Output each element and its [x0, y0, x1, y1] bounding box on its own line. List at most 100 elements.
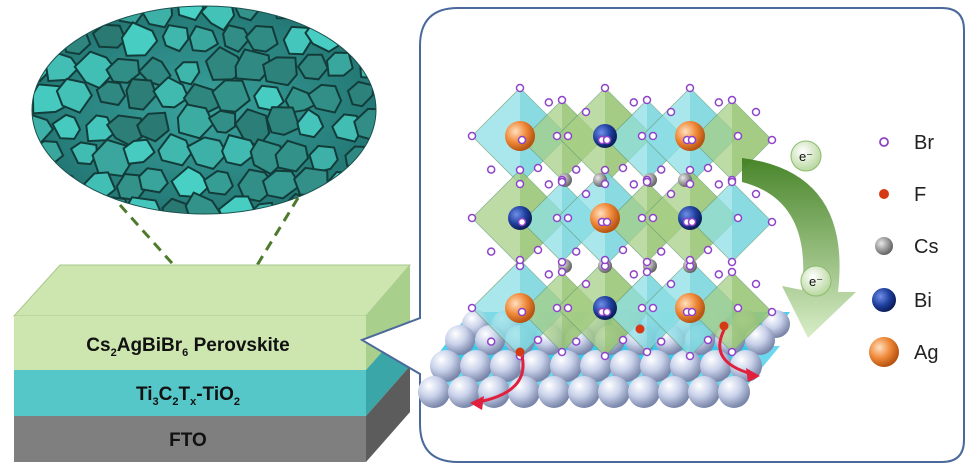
br-atom	[648, 131, 658, 141]
substrate-atom	[568, 376, 600, 408]
substrate-atom	[445, 325, 475, 355]
grain	[199, 6, 236, 32]
grain	[32, 6, 50, 22]
grain	[105, 57, 141, 84]
electron-label-2: e⁻	[809, 274, 823, 289]
br-atom	[600, 179, 610, 189]
br-atom	[581, 107, 591, 117]
br-atom	[714, 180, 724, 189]
grain	[358, 54, 376, 80]
br-atom	[685, 83, 695, 93]
grain	[327, 6, 360, 25]
legend-swatch-bi	[872, 288, 896, 312]
grain	[341, 19, 375, 50]
perovskite-layer	[14, 316, 366, 370]
br-atom	[571, 337, 581, 346]
br-atom	[629, 270, 639, 279]
substrate-atom	[658, 376, 690, 408]
electron-transfer-arrow: e⁻ e⁻	[742, 140, 856, 338]
fto-side	[366, 366, 410, 462]
etl-layer	[14, 370, 366, 416]
grain	[55, 77, 93, 114]
br-atom	[648, 213, 658, 223]
br-atom	[685, 351, 695, 361]
substrate-atom	[550, 350, 582, 382]
bi-atom	[593, 296, 617, 320]
legend-label-ag: Ag	[914, 342, 938, 364]
substrate-atom	[640, 350, 672, 382]
br-atom	[637, 131, 647, 141]
br-atom	[557, 347, 567, 357]
br-atom	[515, 83, 525, 93]
grain	[51, 113, 82, 140]
br-atom	[687, 135, 697, 145]
br-atom	[486, 337, 496, 346]
br-atom	[557, 257, 567, 267]
electron-badge-1: e⁻	[790, 140, 822, 172]
br-atom	[751, 189, 761, 199]
grain	[45, 6, 83, 24]
br-atom	[557, 267, 567, 277]
ag-atom	[505, 121, 535, 151]
crystal-structure	[418, 83, 790, 410]
br-atom	[656, 165, 666, 174]
br-atom	[642, 95, 652, 105]
grain	[296, 53, 329, 81]
grain	[188, 25, 220, 53]
ag-atom	[675, 293, 705, 323]
br-atom	[600, 165, 610, 175]
br-atom	[656, 337, 666, 346]
grain	[136, 111, 170, 143]
br-atom	[544, 270, 554, 279]
grain	[222, 24, 251, 54]
substrate-atom	[538, 376, 570, 408]
grain	[95, 80, 127, 107]
br-atom	[727, 347, 737, 357]
grain	[262, 56, 298, 87]
grain	[69, 141, 99, 166]
grain	[307, 190, 343, 214]
br-atom	[703, 245, 713, 255]
ag-atom	[675, 121, 705, 151]
br-atom	[571, 165, 581, 174]
grain	[296, 108, 325, 139]
legend-label-f: F	[914, 184, 926, 206]
legend-swatch-br	[879, 137, 889, 147]
br-atom	[751, 107, 761, 117]
br-atom	[533, 335, 543, 345]
br-atom	[687, 307, 697, 317]
br-atom	[727, 95, 737, 105]
sem-micrograph	[31, 5, 406, 224]
br-atom	[733, 303, 743, 313]
green-arrow	[742, 158, 856, 338]
substrate-atom	[418, 376, 450, 408]
grain	[301, 6, 330, 24]
grain	[325, 51, 354, 77]
br-atom	[552, 303, 562, 313]
grain	[157, 132, 193, 167]
br-atom	[486, 247, 496, 256]
legend-swatch-cs	[875, 237, 893, 255]
br-atom	[767, 217, 777, 227]
br-atom	[533, 163, 543, 173]
perovskite-label: Cs2AgBiBr6 Perovskite	[86, 335, 289, 359]
legend-label-bi: Bi	[914, 290, 932, 312]
br-atom	[515, 179, 525, 189]
br-atom	[563, 131, 573, 141]
substrate-atom	[688, 376, 720, 408]
grain	[244, 24, 279, 53]
fto-label: FTO	[169, 430, 207, 451]
grain	[176, 103, 215, 140]
legend-swatch-ag	[869, 337, 899, 367]
br-atom	[467, 213, 477, 223]
grain	[346, 194, 376, 214]
br-atom	[629, 180, 639, 189]
br-atom	[642, 347, 652, 357]
br-atom	[767, 307, 777, 317]
br-atom	[544, 98, 554, 107]
br-atom	[467, 303, 477, 313]
grain	[378, 198, 406, 224]
bi-atom	[678, 206, 702, 230]
substrate-atom	[610, 350, 642, 382]
